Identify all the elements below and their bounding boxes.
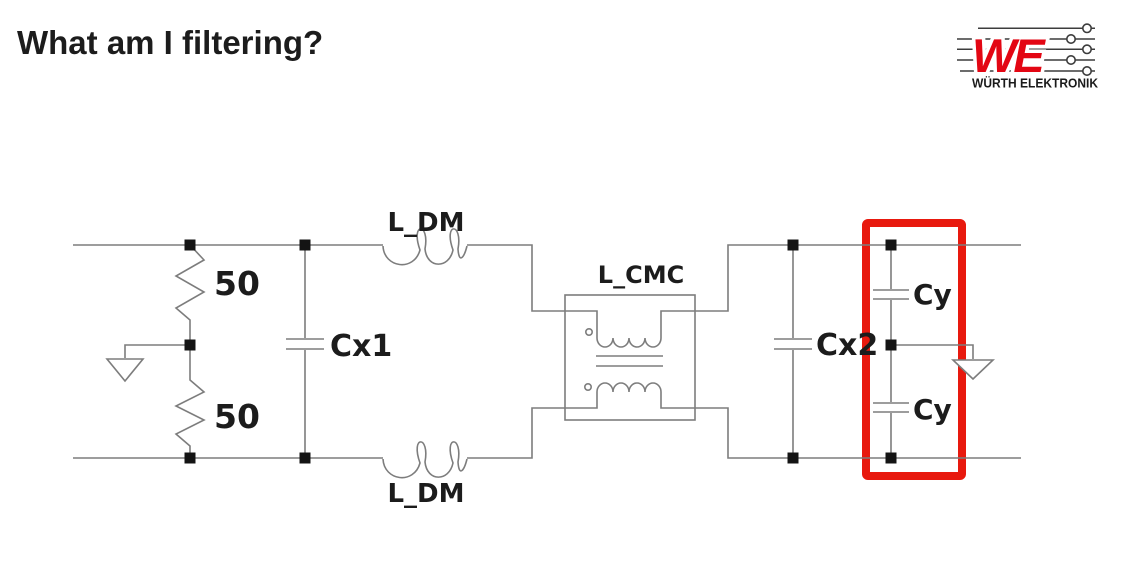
resistor-top-label: 50 — [214, 264, 260, 303]
cy-bottom-label: Cy — [913, 393, 952, 426]
cmc-core-lines — [596, 355, 663, 367]
inductor-ldm-top — [382, 228, 468, 266]
cmc-polarity-dot-bottom — [583, 382, 592, 391]
logo-trace-lines — [957, 27, 1095, 72]
ldm-bottom-label: L_DM — [387, 479, 464, 509]
resistor-branch — [174, 244, 206, 458]
ground-left-wire — [124, 344, 190, 358]
ground-right-icon — [950, 359, 996, 381]
node — [885, 339, 897, 351]
ground-right-wire — [891, 344, 974, 359]
node — [299, 452, 311, 464]
circuit-wiring — [73, 228, 1021, 479]
logo-company-name: WÜRTH ELEKTRONIK — [972, 76, 1099, 91]
wire-top-right-and-cmc-top-winding — [467, 244, 1021, 348]
cmc-outline-box — [564, 294, 696, 421]
cy-highlight-box — [862, 219, 966, 480]
we-monogram-icon: WE — [972, 29, 1046, 82]
junction-nodes — [184, 239, 897, 464]
cx1-label: Cx1 — [330, 329, 392, 364]
ldm-top-label: L_DM — [387, 208, 464, 238]
node — [184, 339, 196, 351]
cmc-polarity-dot-top — [584, 327, 593, 336]
node — [184, 239, 196, 251]
wurth-elektronik-logo: WE WÜRTH ELEKTRONIK — [957, 23, 1099, 91]
logo-pin-circles-icon — [1066, 23, 1093, 76]
capacitor-cy-branch — [873, 245, 909, 458]
node — [885, 452, 897, 464]
cx2-label: Cx2 — [816, 328, 878, 363]
page-title: What am I filtering? — [17, 24, 324, 61]
resistor-bottom-label: 50 — [214, 397, 260, 436]
node — [885, 239, 897, 251]
ground-left-icon — [105, 358, 145, 383]
node — [184, 452, 196, 464]
node — [299, 239, 311, 251]
lcmc-label: L_CMC — [598, 261, 684, 289]
capacitor-cx2 — [774, 245, 812, 458]
node — [787, 239, 799, 251]
node — [787, 452, 799, 464]
wire-bottom-right-and-cmc-bottom-winding — [467, 382, 1021, 459]
inductor-ldm-bottom — [382, 441, 468, 479]
cy-top-label: Cy — [913, 278, 952, 311]
capacitor-cx1 — [286, 245, 324, 458]
